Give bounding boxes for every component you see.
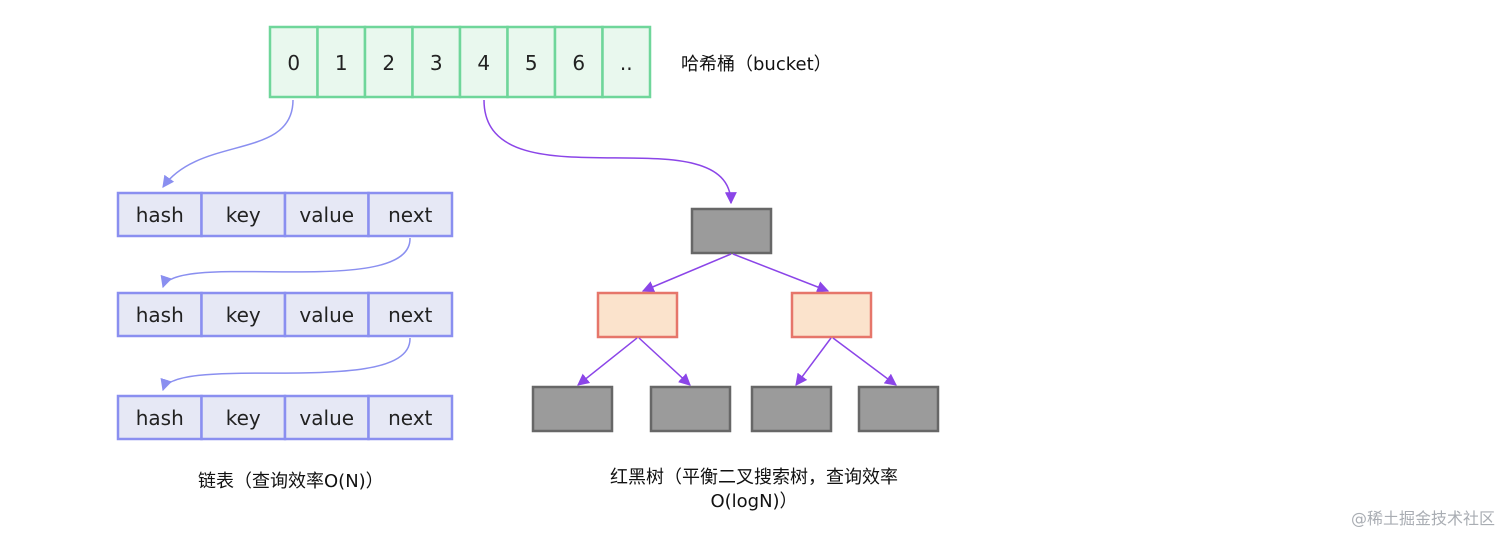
bucket-cell-text: 0 <box>287 51 300 75</box>
list-field-value: value <box>299 303 354 327</box>
list-node-1: hash key value next <box>116 191 454 238</box>
watermark: @稀土掘金技术社区 <box>1351 509 1495 528</box>
bucket-cell-text: 5 <box>525 51 538 75</box>
tree-root-black-node <box>690 207 773 255</box>
tree-red-node-right <box>790 291 873 339</box>
bucket-cell-text: 1 <box>335 51 348 75</box>
bucket-cell-text: 3 <box>430 51 443 75</box>
red-black-tree-caption-line-2: O(logN)） <box>710 491 797 512</box>
bucket-cell-6: 6 <box>553 25 604 99</box>
list-field-hash: hash <box>136 406 184 430</box>
tree-leaf-black-node <box>857 385 940 433</box>
bucket-cell-text: 6 <box>572 51 585 75</box>
list-field-key: key <box>226 303 261 327</box>
bucket-cell-2: 2 <box>363 25 414 99</box>
tree-leaf-black-node <box>649 385 732 433</box>
tree-edge <box>732 253 830 293</box>
bucket-to-tree-arrow <box>483 99 737 205</box>
tree-red-node-left <box>596 291 679 339</box>
linked-list-caption: 链表（查询效率O(N)） <box>198 471 384 492</box>
tree-leaf-black-node <box>531 385 614 433</box>
list-node-2: hash key value next <box>116 291 454 338</box>
list-field-next: next <box>388 406 432 430</box>
bucket-to-list-arrow <box>162 99 294 188</box>
list-field-next: next <box>388 303 432 327</box>
list-field-key: key <box>226 203 261 227</box>
tree-edge <box>641 253 732 293</box>
bucket-cell-text: 2 <box>382 51 395 75</box>
list-node-3: hash key value next <box>116 394 454 441</box>
tree-edge <box>638 337 691 386</box>
bucket-cell-text: 4 <box>477 51 490 75</box>
tree-edge <box>832 337 897 386</box>
list-field-value: value <box>299 406 354 430</box>
next-pointer-arrow-1 <box>160 237 411 289</box>
tree-edge <box>795 337 832 386</box>
next-pointer-arrow-2 <box>160 337 411 392</box>
bucket-cell-ellipsis: .. <box>601 25 652 99</box>
red-black-tree <box>531 207 940 433</box>
bucket-cell-0: 0 <box>268 25 319 99</box>
bucket-label: 哈希桶（bucket） <box>681 54 832 75</box>
tree-edge <box>577 337 638 386</box>
list-field-key: key <box>226 406 261 430</box>
bucket-cell-5: 5 <box>506 25 557 99</box>
red-black-tree-caption-line-1: 红黑树（平衡二叉搜索树，查询效率 <box>610 467 898 488</box>
bucket-cell-1: 1 <box>316 25 367 99</box>
tree-leaf-black-node <box>750 385 833 433</box>
bucket-cell-4: 4 <box>458 25 509 99</box>
bucket-array: 0 1 2 3 4 5 6 .. <box>268 25 652 99</box>
list-field-hash: hash <box>136 303 184 327</box>
bucket-cell-text: .. <box>620 51 633 75</box>
list-field-hash: hash <box>136 203 184 227</box>
bucket-cell-3: 3 <box>411 25 462 99</box>
list-field-next: next <box>388 203 432 227</box>
list-field-value: value <box>299 203 354 227</box>
